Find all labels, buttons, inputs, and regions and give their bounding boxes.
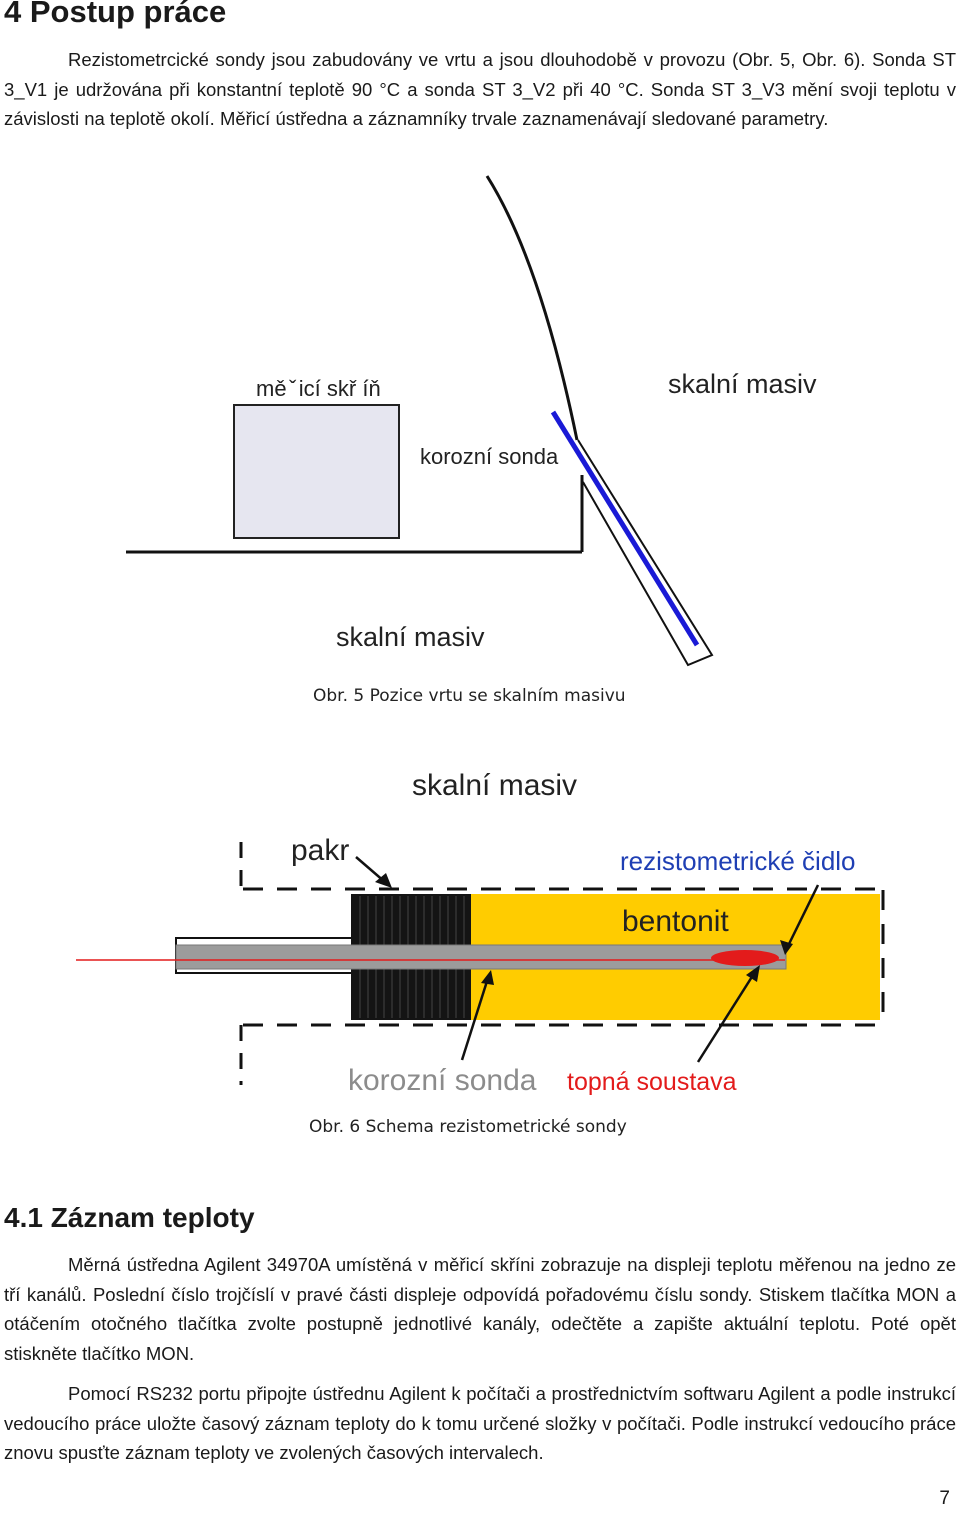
figure-6-probe-schema: skalní masiv pakr rezistometrické čidlo … bbox=[76, 769, 885, 1137]
label-rock-bottom: skalní masiv bbox=[336, 622, 485, 652]
subsection-paragraph-2: Pomocí RS232 portu připojte ústřednu Agi… bbox=[4, 1383, 956, 1463]
probe-rod bbox=[175, 944, 787, 970]
section-title: 4 Postup práce bbox=[4, 0, 227, 29]
sensor-arrow bbox=[786, 884, 820, 947]
resistometric-sensor bbox=[711, 950, 779, 966]
page-number: 7 bbox=[939, 1488, 950, 1509]
label-rock-massif: skalní masiv bbox=[412, 769, 577, 802]
label-packer: pakr bbox=[291, 834, 349, 867]
probe-arrow bbox=[460, 977, 490, 1061]
label-bentonite: bentonit bbox=[622, 905, 729, 938]
label-heater: topná soustava bbox=[567, 1068, 737, 1096]
figure-5-borehole-diagram: mě ̌ icí skř íň skalní masiv korozní son… bbox=[126, 175, 817, 706]
label-rock-top: skalní masiv bbox=[668, 369, 817, 399]
figure-5-caption: Obr. 5 Pozice vrtu se skalním masivu bbox=[313, 686, 626, 706]
rock-surface-curve bbox=[485, 175, 579, 441]
label-measuring-box: mě ̌ icí skř íň bbox=[256, 376, 381, 401]
measuring-box bbox=[233, 404, 400, 539]
subsection-title: 4.1 Záznam teploty bbox=[4, 1202, 255, 1233]
label-probe: korozní sonda bbox=[420, 444, 559, 469]
borehole-outline bbox=[577, 439, 714, 667]
figure-6-caption: Obr. 6 Schema rezistometrické sondy bbox=[309, 1117, 627, 1137]
heater-arrow bbox=[696, 971, 757, 1063]
subsection-paragraph-1: Měrná ústředna Agilent 34970A umístěná v… bbox=[4, 1254, 956, 1364]
corrosion-probe bbox=[550, 410, 700, 647]
label-probe-lower: korozní sonda bbox=[348, 1064, 537, 1097]
label-sensor: rezistometrické čidlo bbox=[620, 846, 856, 876]
intro-paragraph: Rezistometrcické sondy jsou zabudovány v… bbox=[4, 49, 956, 129]
